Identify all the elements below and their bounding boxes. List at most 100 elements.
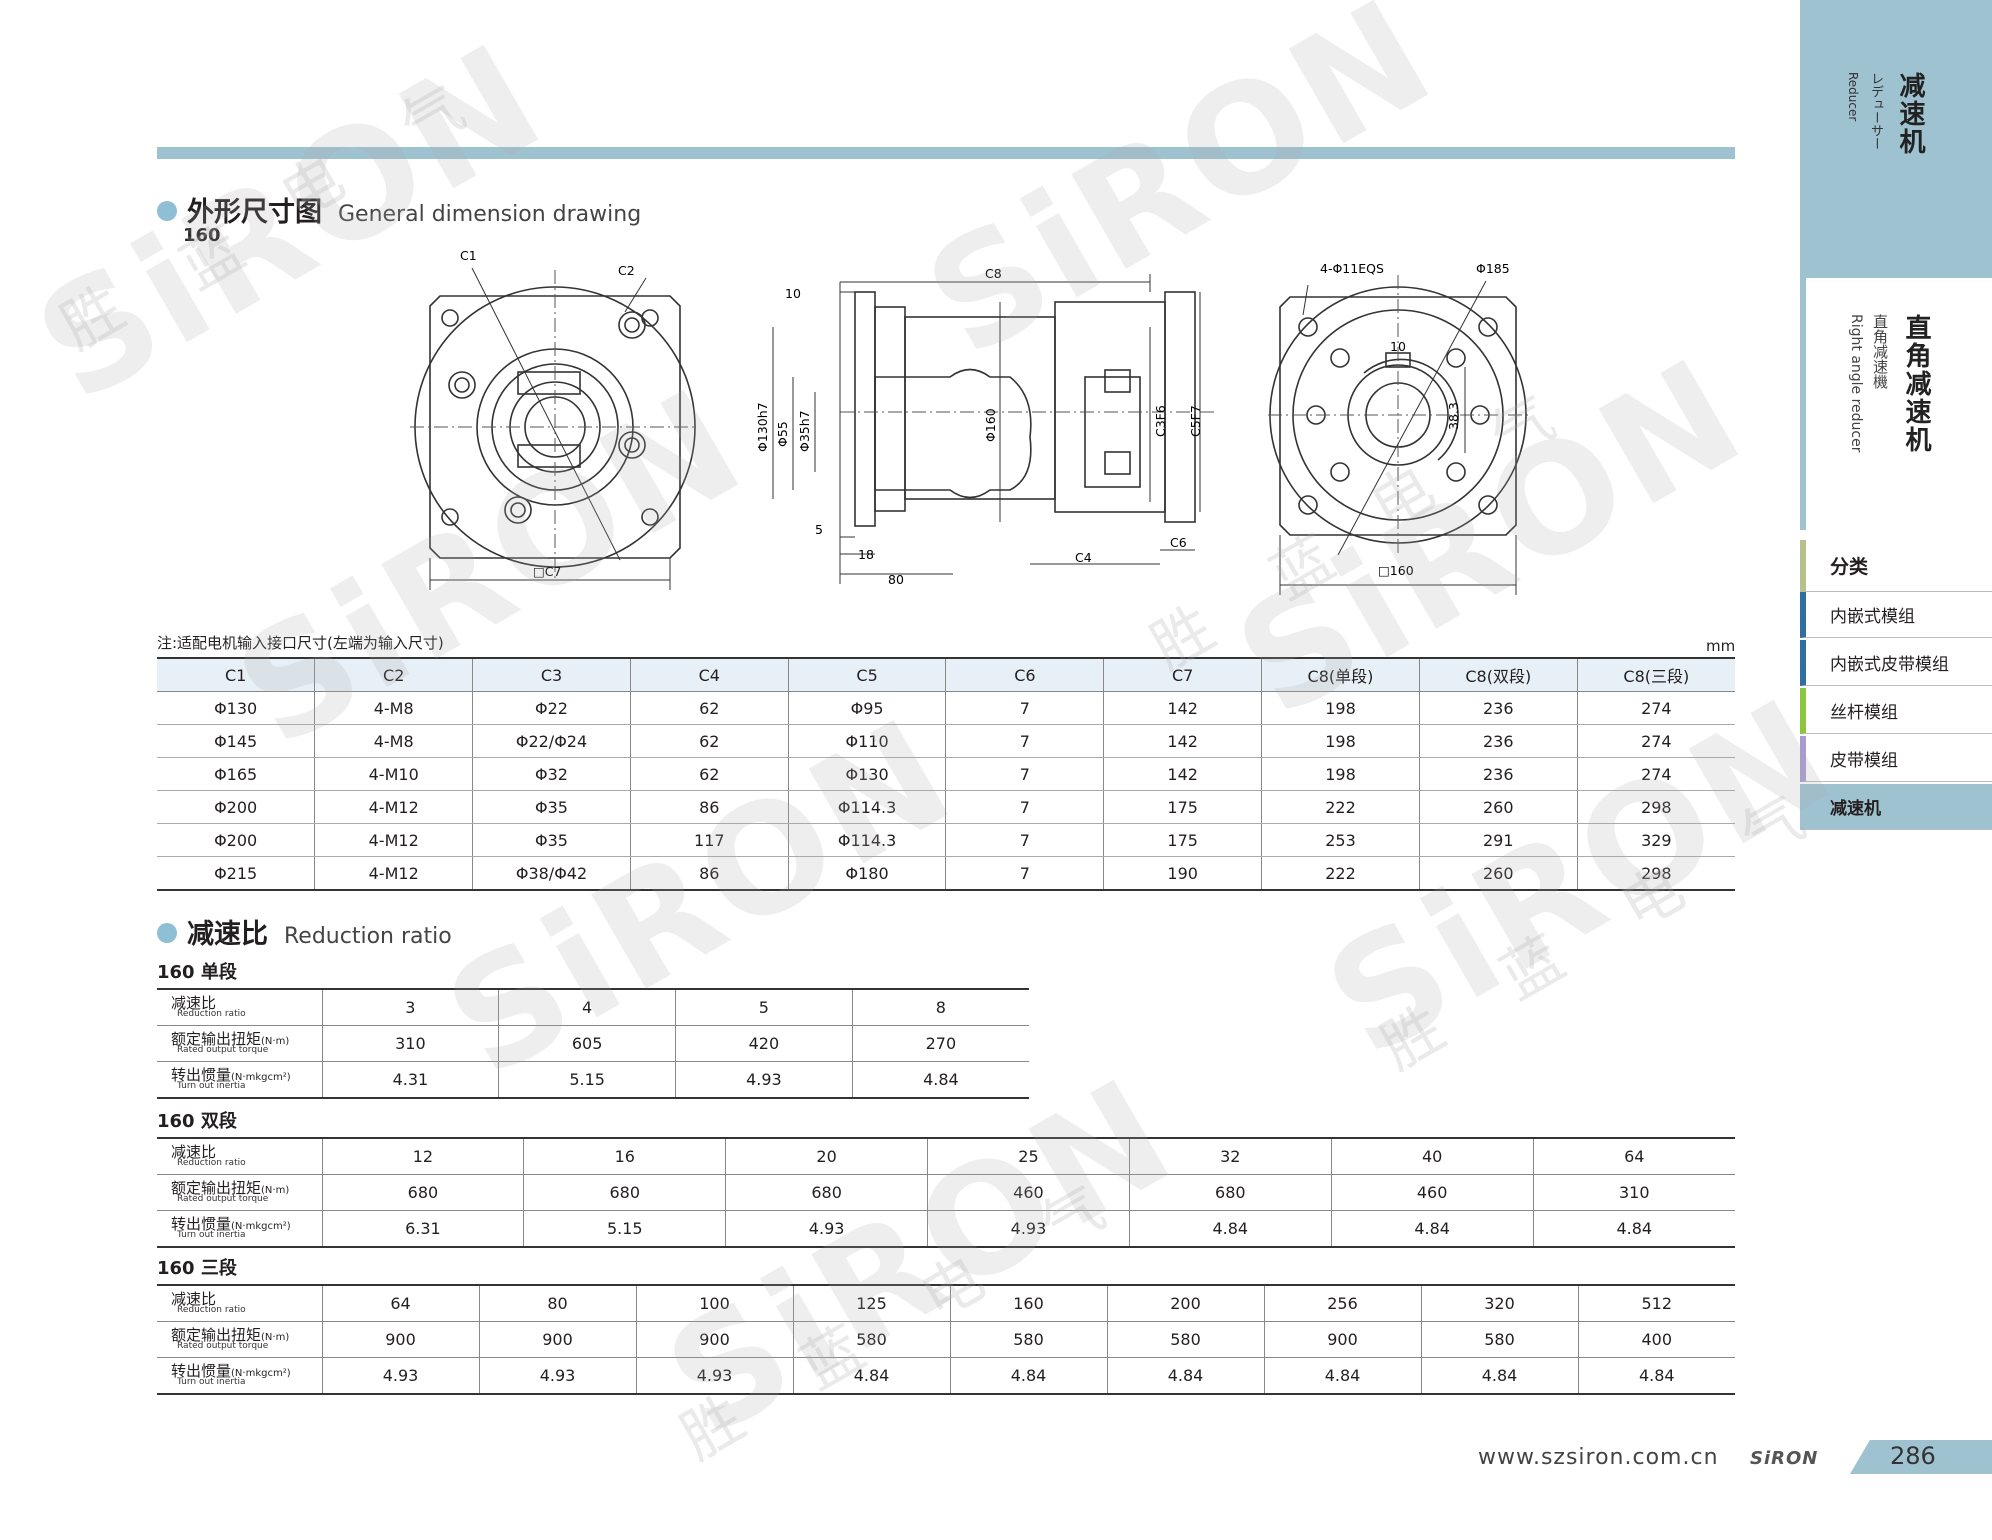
ratio-cell: 580 — [1106, 1321, 1265, 1358]
table-cell: 62 — [629, 724, 789, 758]
table-cell: 236 — [1418, 724, 1578, 758]
row-label-en: Rated output torque — [177, 1045, 269, 1055]
label-c1: C1 — [460, 248, 477, 263]
table-header-cell: C1 — [157, 658, 316, 692]
table-header-cell: C7 — [1103, 658, 1263, 692]
ratio-cell: 100 — [635, 1284, 794, 1322]
row-label-unit: (N·m) — [261, 1036, 290, 1047]
side-menu-item[interactable]: 内嵌式模组 — [1800, 592, 1992, 638]
label-c4: C4 — [1075, 550, 1092, 565]
row-label-unit: (N·mkgcm²) — [231, 1072, 291, 1083]
footer-url[interactable]: www.szsiron.com.cn — [1478, 1445, 1719, 1470]
row-label-zh-text: 额定输出扭矩 — [171, 1326, 262, 1344]
section-title-en: General dimension drawing — [338, 202, 642, 227]
table-cell: 142 — [1103, 757, 1263, 791]
ratio-cell: 680 — [1128, 1174, 1332, 1211]
ratio-cell: 40 — [1330, 1137, 1534, 1175]
row-label-unit: (N·mkgcm²) — [231, 1368, 291, 1379]
row-label-unit: (N·m) — [261, 1185, 290, 1196]
footer-page-tab: 286 — [1850, 1440, 1992, 1474]
side-menu-item[interactable]: 皮带模组 — [1800, 736, 1992, 782]
table-cell: 62 — [629, 691, 789, 725]
table-cell: 7 — [945, 790, 1105, 824]
ratio-cell: 256 — [1263, 1284, 1422, 1322]
table-cell: 198 — [1261, 757, 1420, 791]
row-label-zh-text: 转出惯量 — [171, 1362, 232, 1380]
section-dimension-title: 外形尺寸图 General dimension drawing — [157, 190, 641, 229]
label-18: 18 — [858, 547, 874, 562]
row-label-en: Turn out inertia — [177, 1377, 246, 1387]
ratio-cell: 32 — [1128, 1137, 1332, 1175]
ratio-cell: 4.93 — [478, 1357, 637, 1395]
ratio-cell: 4 — [498, 988, 676, 1026]
ratio-cell: 900 — [321, 1321, 480, 1358]
label-key10: 10 — [1390, 339, 1406, 354]
table-cell: 62 — [629, 757, 789, 791]
ratio-cell: 680 — [321, 1174, 525, 1211]
ratio-cell: 420 — [675, 1025, 853, 1062]
table-cell: 117 — [629, 823, 789, 857]
ratio-cell: 400 — [1577, 1321, 1735, 1358]
row-label-zh: 减速比 — [171, 1145, 321, 1160]
section2-title-en: Reduction ratio — [284, 924, 452, 949]
ratio-cell: 4.93 — [927, 1210, 1130, 1248]
table-cell: Φ215 — [157, 856, 316, 891]
section-ratio-title: 减速比 Reduction ratio — [157, 912, 452, 951]
section2-title-zh: 减速比 — [187, 919, 268, 950]
top-accent-bar — [157, 147, 1735, 159]
row-label-zh: 转出惯量(N·mkgcm²) — [171, 1364, 321, 1379]
row-label-en: Reduction ratio — [177, 1009, 246, 1019]
label-c3f6: C3F6 — [1153, 405, 1168, 437]
ratio-cell: 4.84 — [1263, 1357, 1422, 1395]
side-menu-item[interactable]: 内嵌式皮带模组 — [1800, 640, 1992, 686]
table-cell: Φ130 — [157, 691, 316, 725]
table-header-cell: C8(三段) — [1576, 658, 1735, 692]
row-label-en: Rated output torque — [177, 1341, 269, 1351]
ratio-cell: 16 — [523, 1137, 727, 1175]
label-c6: C6 — [1170, 535, 1187, 550]
side-cat1-zh: 减速机 — [1895, 72, 1925, 156]
table-cell: 86 — [629, 790, 789, 824]
side-menu-item[interactable]: 丝杆模组 — [1800, 688, 1992, 734]
side-menu-item[interactable]: 减速机 — [1800, 784, 1992, 830]
ratio-cell: 4.84 — [949, 1357, 1108, 1395]
row-label-inertia: 转出惯量(N·mkgcm²)Turn out inertia — [157, 1210, 323, 1248]
table-cell: 4-M8 — [314, 724, 474, 758]
row-label-zh-text: 额定输出扭矩 — [171, 1179, 262, 1197]
table-header-cell: C2 — [314, 658, 474, 692]
row-label-en: Reduction ratio — [177, 1158, 246, 1168]
table-header-cell: C8(双段) — [1418, 658, 1578, 692]
ratio-cell: 680 — [725, 1174, 929, 1211]
ratio-cell: 310 — [1532, 1174, 1735, 1211]
table-cell: Φ38/Φ42 — [472, 856, 631, 891]
bullet-icon — [157, 923, 177, 943]
ratio-cell: 512 — [1577, 1284, 1735, 1322]
row-label-zh-text: 减速比 — [171, 1290, 217, 1308]
table-cell: 236 — [1418, 757, 1578, 791]
unit-label: mm — [1706, 637, 1736, 655]
table-cell: 142 — [1103, 724, 1263, 758]
table-cell: Φ114.3 — [787, 790, 947, 824]
footer-logo: SiRON — [1750, 1448, 1819, 1469]
table-cell: 4-M12 — [314, 856, 474, 891]
label-c8: C8 — [985, 266, 1002, 281]
page-number: 286 — [1890, 1442, 1936, 1470]
model-label: 160 — [183, 225, 221, 246]
row-label-torque: 额定输出扭矩(N·m)Rated output torque — [157, 1174, 323, 1211]
ratio-cell: 320 — [1420, 1284, 1579, 1322]
ratio-cell: 64 — [321, 1284, 480, 1322]
side-cat1-en: Reducer — [1846, 72, 1860, 122]
ratio-cell: 64 — [1532, 1137, 1735, 1175]
table-cell: 274 — [1576, 724, 1735, 758]
table-cell: 222 — [1261, 790, 1420, 824]
